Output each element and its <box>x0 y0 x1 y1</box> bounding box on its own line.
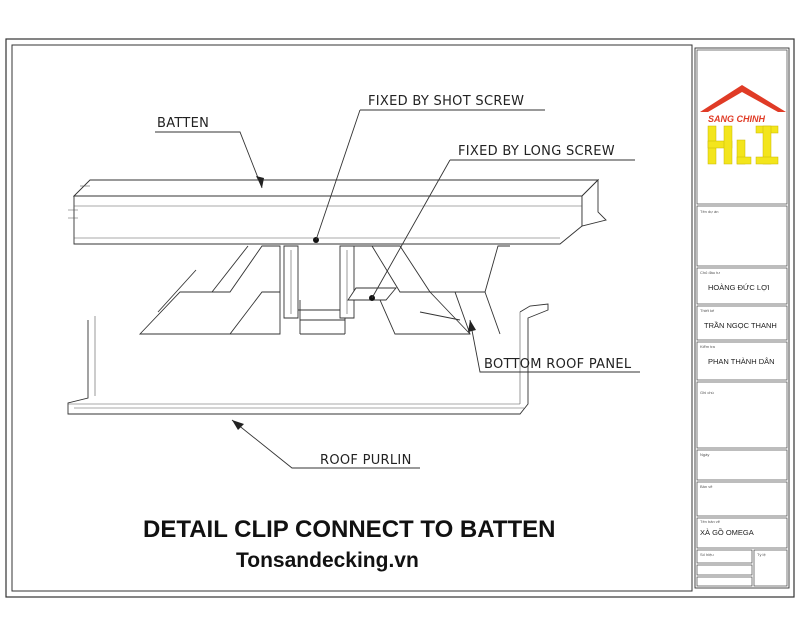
field-label-sheet: Bản vẽ <box>700 484 713 489</box>
bottom-roof-panel <box>138 245 510 335</box>
field-label-owner: Chủ đầu tư <box>700 270 720 275</box>
batten <box>68 178 607 245</box>
field-label-number: Số hiệu <box>700 552 714 557</box>
designer-name: HOÀNG ĐỨC LỢI <box>708 283 770 292</box>
field-label-scale: Tỷ lệ <box>757 552 766 557</box>
logo-letters-icon <box>707 125 779 165</box>
connection-clip <box>283 245 397 319</box>
drawing-name: XÀ GỒ OMEGA <box>700 527 754 537</box>
logo-roof-icon <box>700 85 786 112</box>
label-bottom-roof-panel: BOTTOM ROOF PANEL <box>484 357 632 372</box>
label-fixed-by-shot-screw: FIXED BY SHOT SCREW <box>368 94 524 109</box>
company-logo: SANG CHINH <box>700 85 786 165</box>
website-text: Tonsandecking.vn <box>236 549 419 572</box>
field-label-project: Tên dự án <box>700 209 718 214</box>
field-label-check: Kiểm tra <box>700 344 716 349</box>
drawing-frame <box>11 44 693 592</box>
approver-name: PHAN THÀNH DÂN <box>708 357 775 366</box>
leader-lines <box>155 109 640 469</box>
checker-name: TRẦN NGỌC THANH <box>704 320 777 330</box>
field-label-notes: Ghi chú <box>700 390 714 395</box>
drawing-title: DETAIL CLIP CONNECT TO BATTEN <box>143 516 555 543</box>
label-roof-purlin: ROOF PURLIN <box>320 453 412 468</box>
logo-text: SANG CHINH <box>708 114 766 124</box>
field-label-date: Ngày <box>700 452 709 457</box>
field-label-drawing-name: Tên bản vẽ <box>700 519 721 524</box>
field-label-design: Thiết kế <box>700 308 715 313</box>
title-block: SANG CHINH Tên dự án Chủ đầu tư HOÀNG ĐỨ… <box>694 47 790 589</box>
clip-batten-detail-drawing: BATTEN FIXED BY SHOT SCREW FIXED BY LONG… <box>67 94 640 469</box>
title-block-rows: Tên dự án Chủ đầu tư HOÀNG ĐỨC LỢI Thiết… <box>696 205 788 587</box>
roof-purlin <box>67 303 549 415</box>
sheet-border <box>5 38 795 598</box>
label-batten: BATTEN <box>157 116 209 131</box>
label-fixed-by-long-screw: FIXED BY LONG SCREW <box>458 144 615 159</box>
